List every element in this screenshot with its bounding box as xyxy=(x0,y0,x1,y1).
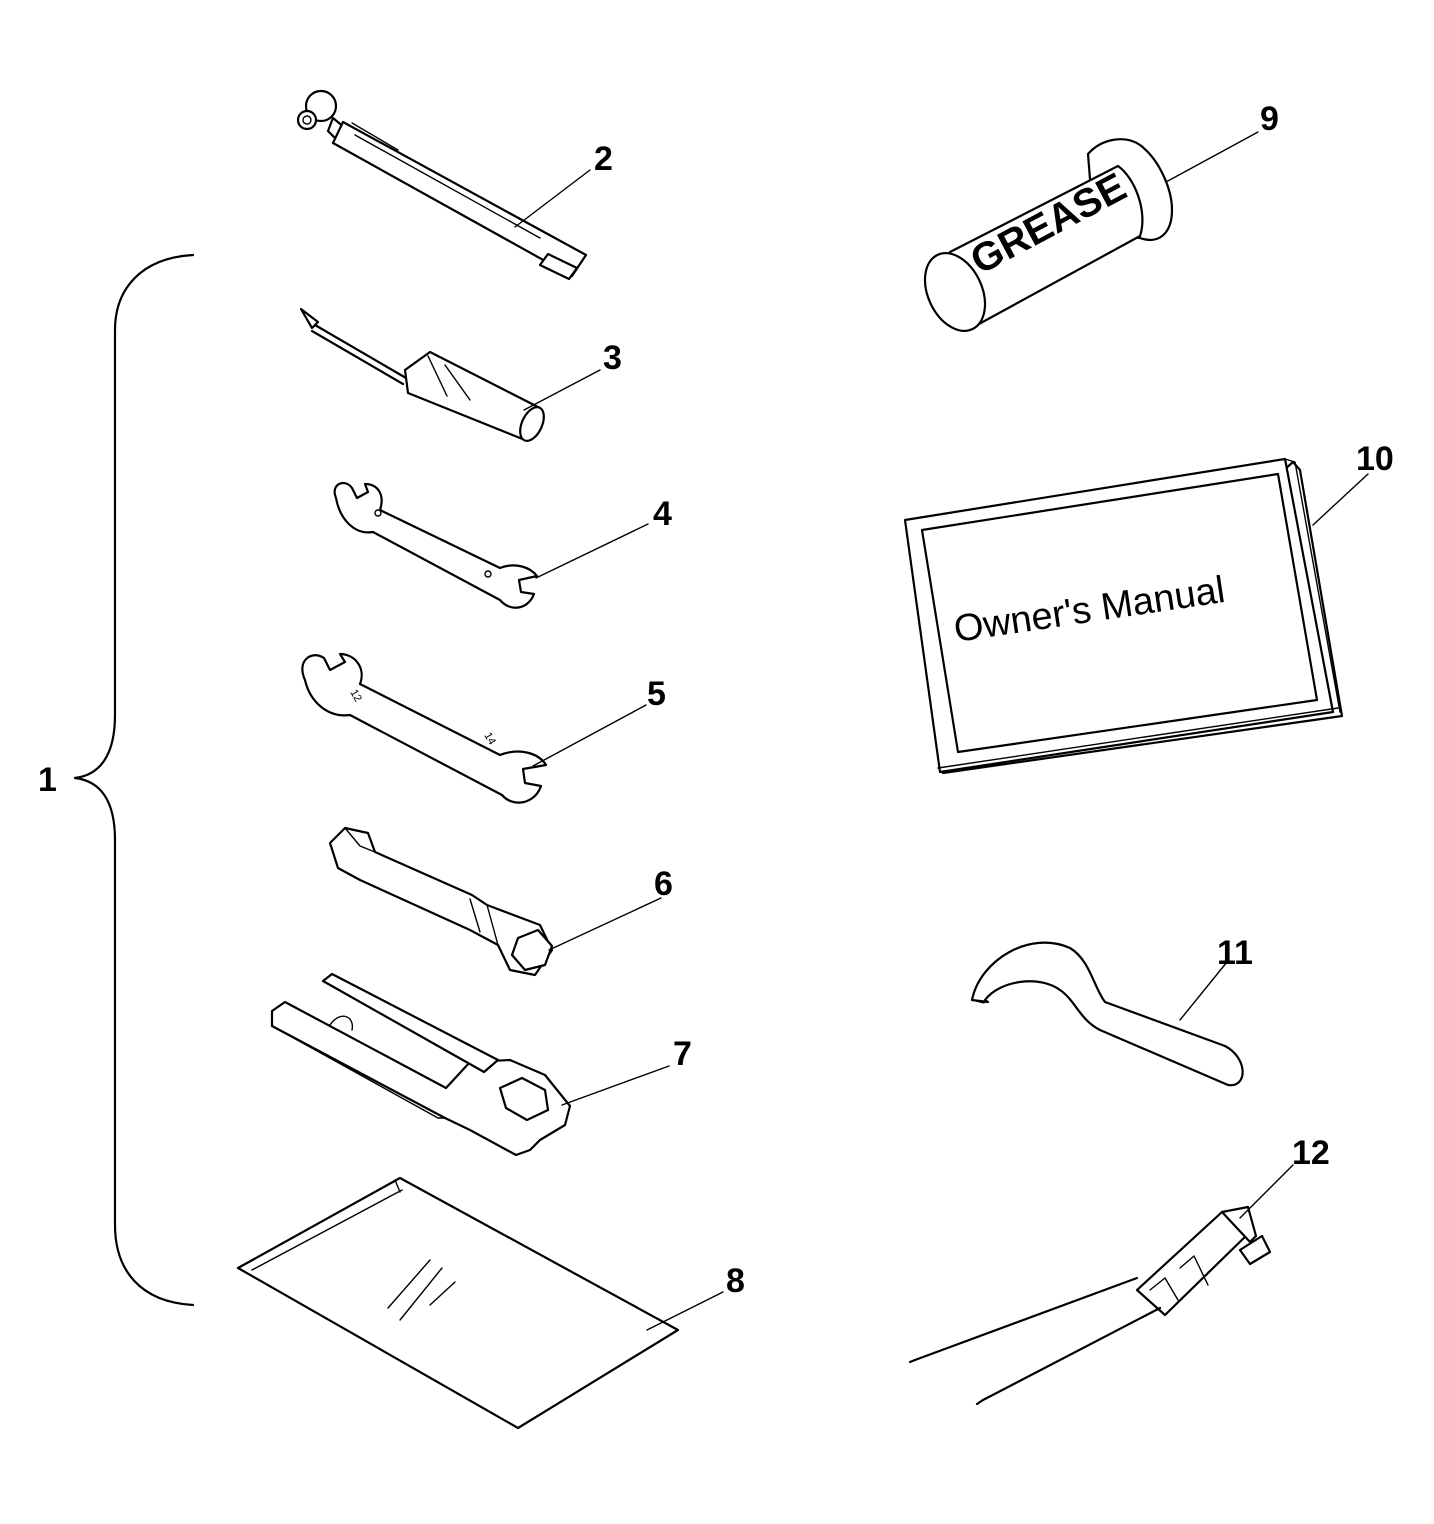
callout-7: 7 xyxy=(673,1035,692,1073)
callout-10: 10 xyxy=(1356,440,1394,478)
leader-lines xyxy=(514,131,1369,1331)
callout-11: 11 xyxy=(1217,934,1253,972)
group-brace xyxy=(73,253,195,1307)
owners-manual: Owner's Manual xyxy=(903,457,1344,775)
callout-6: 6 xyxy=(654,865,673,903)
callout-8: 8 xyxy=(726,1262,745,1300)
callout-2: 2 xyxy=(594,140,613,178)
callout-5: 5 xyxy=(647,675,666,713)
flat-multi-wrench xyxy=(270,972,572,1157)
wrench-size-14: 14 xyxy=(481,731,498,748)
grease-tube: GREASE xyxy=(923,138,1174,332)
wrench-size-12: 12 xyxy=(347,688,364,705)
callout-numbers: 1 2 3 4 5 6 7 8 9 10 11 12 xyxy=(38,100,1394,1300)
wire-connector xyxy=(908,1205,1272,1406)
spark-plug-socket xyxy=(328,826,554,977)
tire-pressure-gauge xyxy=(296,89,588,281)
open-end-wrench-large: 12 14 xyxy=(301,652,548,804)
callout-1: 1 xyxy=(38,761,57,799)
callout-12: 12 xyxy=(1292,1134,1330,1172)
open-end-wrench-small xyxy=(333,481,539,609)
tool-bag xyxy=(236,1176,680,1430)
spanner-wrench xyxy=(970,941,1244,1087)
callout-3: 3 xyxy=(603,339,622,377)
callout-4: 4 xyxy=(653,495,672,533)
screwdriver xyxy=(299,307,545,442)
callout-9: 9 xyxy=(1260,100,1279,138)
